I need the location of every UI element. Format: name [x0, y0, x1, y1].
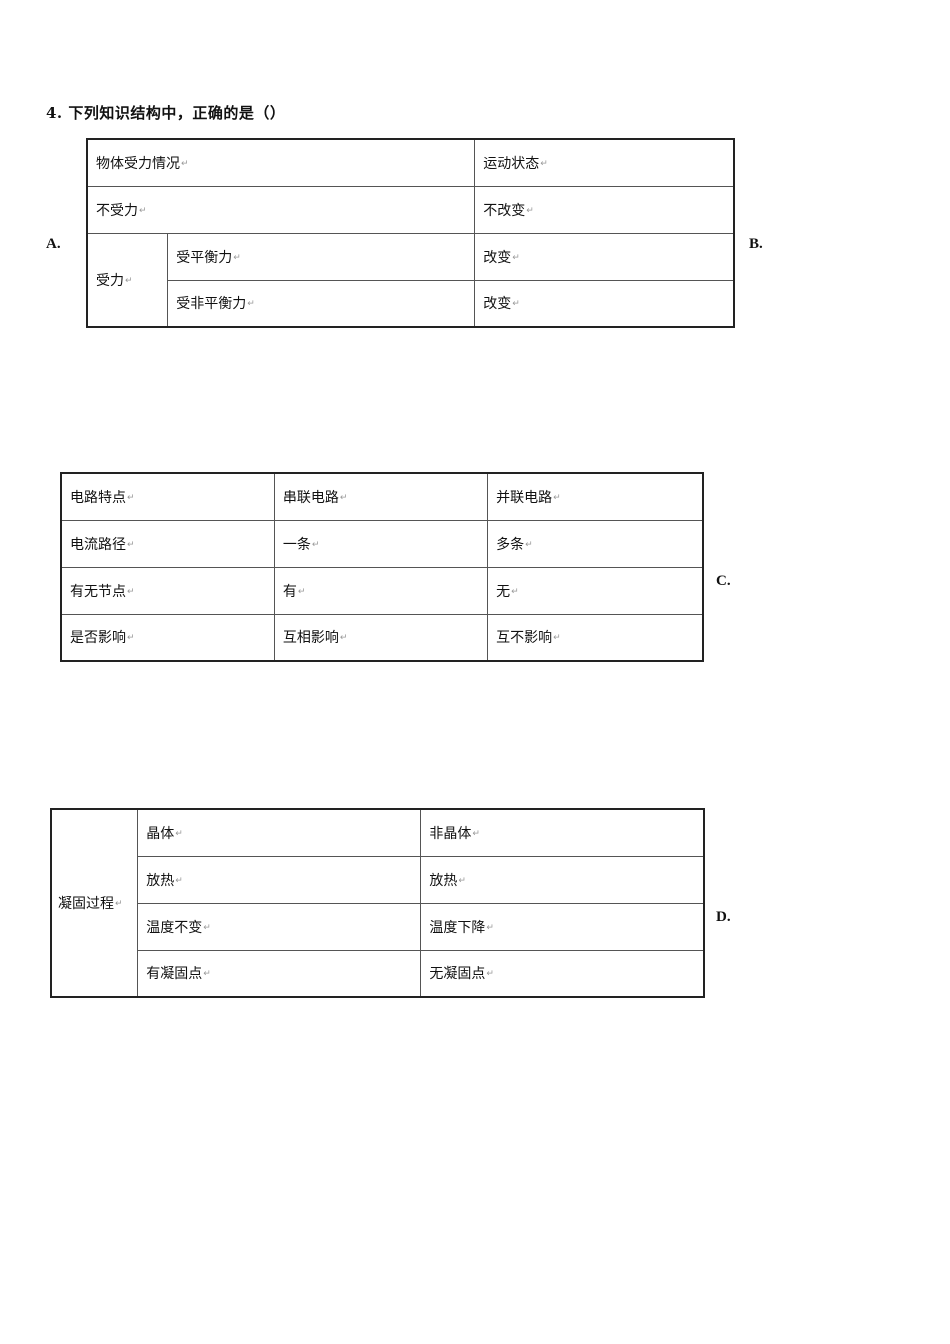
table-row: 有无节点 有 无	[60, 566, 704, 615]
option-d-table: 凝固过程 晶体 非晶体 放热 放热 温度不变 温度下降 有凝固点 无凝固点	[50, 808, 705, 998]
option-c-table: 电路特点 串联电路 并联电路 电流路径 一条 多条 有无节点 有 无 是否影响 …	[60, 472, 704, 662]
table-row: 放热 放热	[51, 855, 705, 904]
cell: 一条	[273, 519, 489, 568]
cell-unbalanced: 受非平衡力	[167, 279, 476, 328]
table-row: 电流路径 一条 多条	[60, 519, 704, 568]
question-title: 4. 下列知识结构中，正确的是（）	[46, 102, 285, 123]
cell-group: 凝固过程	[50, 808, 139, 998]
option-d-label: D.	[716, 909, 731, 925]
cell: 无凝固点	[420, 949, 705, 998]
table-row: 受力 受平衡力 改变	[86, 232, 735, 328]
table-row: 有凝固点 无凝固点	[51, 949, 705, 998]
cell: 晶体	[137, 808, 422, 857]
table-row: 是否影响 互相影响 互不影响	[60, 613, 704, 662]
cell: 有无节点	[60, 566, 275, 615]
cell: 温度不变	[137, 902, 422, 951]
cell: 电路特点	[60, 472, 275, 521]
cell: 串联电路	[273, 472, 489, 521]
cell-balanced: 受平衡力	[167, 232, 476, 281]
option-a-label: A.	[46, 236, 61, 252]
table-row: 电路特点 串联电路 并联电路	[60, 472, 704, 521]
cell: 互相影响	[273, 613, 489, 662]
table-row: 温度不变 温度下降	[51, 902, 705, 951]
table-row: 凝固过程 晶体 非晶体	[50, 808, 705, 998]
cell-result: 改变	[474, 279, 735, 328]
header-force: 物体受力情况	[86, 138, 476, 187]
cell: 温度下降	[420, 902, 705, 951]
cell: 无	[487, 566, 704, 615]
question-number: 4.	[46, 104, 63, 122]
cell: 放热	[420, 855, 705, 904]
cell: 互不影响	[487, 613, 704, 662]
cell: 并联电路	[487, 472, 704, 521]
cell: 放热	[137, 855, 422, 904]
cell-result: 改变	[474, 232, 735, 281]
cell-no-force: 不受力	[86, 185, 476, 234]
header-motion: 运动状态	[474, 138, 735, 187]
table-row: 不受力 不改变	[86, 185, 735, 234]
cell: 有凝固点	[137, 949, 422, 998]
cell: 多条	[487, 519, 704, 568]
cell-result: 不改变	[474, 185, 735, 234]
cell: 非晶体	[420, 808, 705, 857]
option-a-table: 物体受力情况 运动状态 不受力 不改变 受力 受平衡力 改变 受非平衡力 改变	[86, 138, 735, 328]
cell: 有	[273, 566, 489, 615]
table-row: 受非平衡力 改变	[87, 279, 735, 328]
option-b-label: B.	[749, 236, 763, 252]
cell: 是否影响	[60, 613, 275, 662]
table-row: 物体受力情况 运动状态	[86, 138, 735, 187]
cell-force-group: 受力	[86, 232, 169, 328]
question-text: 下列知识结构中，正确的是（）	[68, 104, 286, 122]
option-c-label: C.	[716, 573, 731, 589]
cell: 电流路径	[60, 519, 275, 568]
